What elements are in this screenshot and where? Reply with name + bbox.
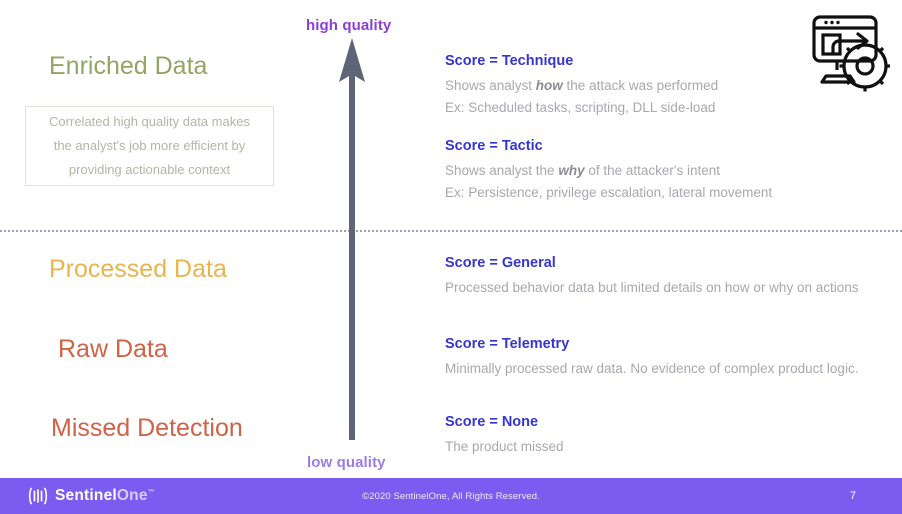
callout-line: providing actionable context [68,162,231,177]
score-title: Score = Telemetry [445,336,570,352]
trademark-symbol: ™ [147,488,155,496]
score-block-tactic: Score = Tactic Shows analyst the why of … [445,138,772,204]
score-desc-post: of the attacker's intent [584,163,720,178]
brand-light: One [116,487,148,504]
score-title: Score = Tactic [445,138,543,154]
axis-label-low-quality: low quality [307,454,386,471]
callout-line: the analyst's job more efficient by [53,138,246,153]
sentinelone-logo: SentinelOne™ [28,486,155,506]
sentinelone-logo-text: SentinelOne™ [55,487,155,505]
tier-divider [0,230,902,232]
score-title: Score = None [445,414,539,430]
callout-line: Correlated high quality data makes [49,114,250,129]
score-example: Ex: Scheduled tasks, scripting, DLL side… [445,100,716,115]
tier-label-raw-data: Raw Data [58,335,168,363]
footer-copyright: ©2020 SentinelOne, All Rights Reserved. [362,490,540,502]
score-description: Shows analyst the why of the attacker's … [445,160,772,182]
score-description: Minimally processed raw data. No evidenc… [445,361,859,376]
score-block-none: Score = None The product missed [445,414,564,458]
score-desc-post: the attack was performed [562,78,719,93]
monitor-gear-icon [806,14,890,92]
axis-label-high-quality: high quality [306,17,392,34]
score-title: Score = General [445,255,556,271]
score-desc-emphasis: how [535,78,563,93]
score-description: Shows analyst how the attack was perform… [445,75,718,97]
footer-bar: SentinelOne™ ©2020 SentinelOne, All Righ… [0,478,902,514]
score-desc-pre: Shows analyst [445,78,536,93]
tier-label-processed-data: Processed Data [49,255,227,283]
enriched-data-callout-box: Correlated high quality data makes the a… [25,106,274,186]
brand-bold: Sentinel [55,487,117,504]
quality-axis-arrow [338,38,366,440]
score-description: Processed behavior data but limited deta… [445,280,859,295]
score-block-technique: Score = Technique Shows analyst how the … [445,53,718,119]
score-block-general: Score = General Processed behavior data … [445,255,858,299]
score-block-telemetry: Score = Telemetry Minimally processed ra… [445,336,858,380]
tier-label-missed-detection: Missed Detection [51,414,243,442]
score-example: Ex: Persistence, privilege escalation, l… [445,185,773,200]
score-title: Score = Technique [445,53,574,69]
score-desc-pre: Shows analyst the [445,163,559,178]
tier-label-enriched-data: Enriched Data [49,52,208,80]
sentinelone-logo-mark [28,487,48,505]
footer-page-number: 7 [849,490,856,502]
score-description: The product missed [445,439,564,454]
score-desc-emphasis: why [558,163,585,178]
